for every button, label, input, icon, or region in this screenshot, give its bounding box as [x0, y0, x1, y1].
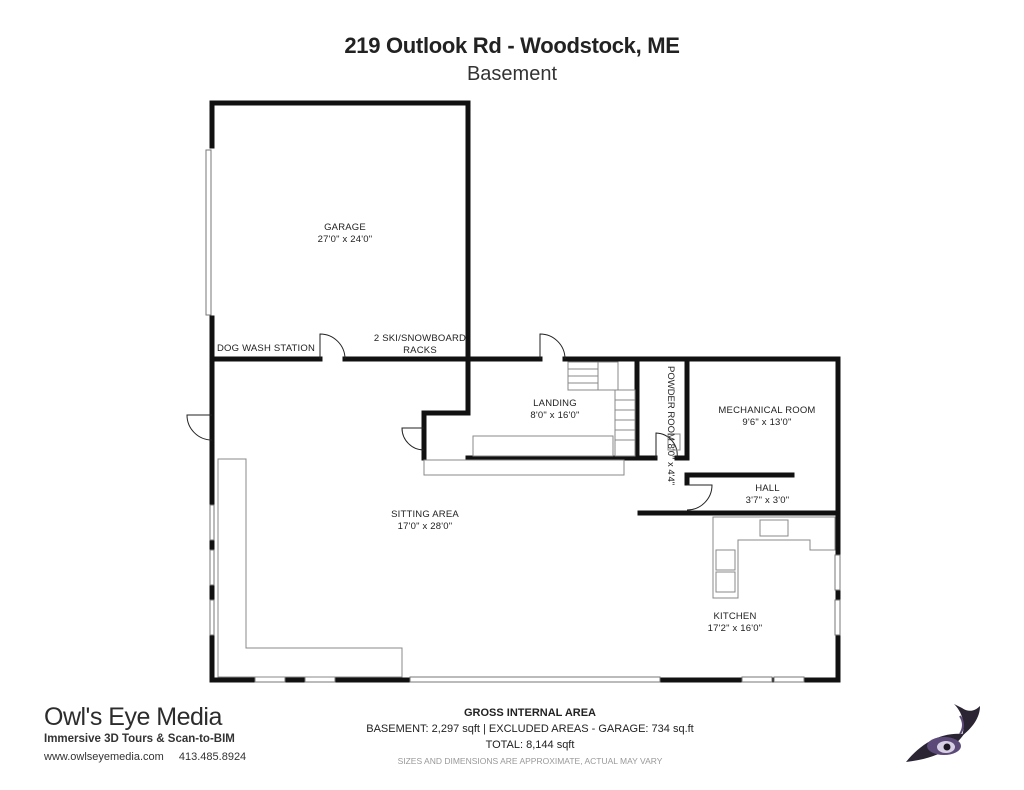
stairs	[614, 389, 636, 457]
area-heading: GROSS INTERNAL AREA	[463, 707, 596, 719]
door-swing	[186, 414, 213, 441]
window	[209, 599, 215, 636]
label-kitchen: KITCHEN 17'2" x 16'0"	[707, 611, 763, 634]
fixtures	[217, 361, 836, 678]
toilet	[667, 433, 681, 451]
window	[834, 599, 841, 636]
label-landing: LANDING 8'0" x 16'0"	[530, 398, 580, 421]
window	[209, 504, 215, 541]
label-hall: HALL 3'7" x 3'0"	[745, 483, 790, 506]
door-swing	[319, 333, 346, 360]
website-link[interactable]: www.owlseyemedia.com	[44, 751, 164, 763]
owl-eye-icon	[906, 704, 980, 762]
kitchen-counter	[712, 516, 836, 599]
sill	[423, 459, 625, 476]
windows	[205, 149, 841, 683]
window	[409, 676, 661, 683]
label-mechanical-room: MECHANICAL ROOM 9'6" x 13'0"	[718, 405, 816, 428]
door-swing	[655, 432, 678, 459]
company-tagline: Immersive 3D Tours & Scan-to-BIM	[44, 733, 235, 745]
bench	[472, 435, 614, 457]
walls	[209, 100, 841, 683]
stove	[715, 549, 736, 571]
window	[205, 149, 212, 316]
label-garage: GARAGE 27'0" x 24'0"	[317, 222, 373, 245]
area-line-total: TOTAL: 8,144 sqft	[485, 739, 575, 751]
plan-subtitle: Basement	[466, 63, 558, 85]
window	[741, 676, 773, 683]
door-swing	[539, 333, 566, 360]
dishwasher	[715, 571, 736, 593]
area-line-basement: BASEMENT: 2,297 sqft | EXCLUDED AREAS - …	[366, 723, 694, 735]
window	[834, 554, 841, 591]
label-sitting-area: SITTING AREA 17'0" x 28'0"	[391, 509, 459, 532]
area-disclaimer: SIZES AND DIMENSIONS ARE APPROXIMATE, AC…	[397, 756, 663, 766]
company-logo: Owl's Eye Media	[44, 703, 222, 731]
gross-area-summary: GROSS INTERNAL AREA BASEMENT: 2,297 sqft…	[330, 705, 730, 769]
counter-l	[217, 458, 403, 678]
door-swing	[686, 484, 713, 511]
window	[773, 676, 805, 683]
plan-title: 219 Outlook Rd - Woodstock, ME	[344, 33, 680, 58]
window	[209, 549, 215, 586]
label-ski-racks: 2 SKI/SNOWBOARD RACKS	[373, 333, 467, 356]
phone-number: 413.485.8924	[178, 751, 247, 763]
label-dog-wash: DOG WASH STATION	[217, 343, 316, 354]
door-swing	[401, 427, 425, 451]
sink	[759, 519, 789, 537]
window	[304, 676, 336, 683]
doors	[186, 333, 713, 511]
company-contact: www.owlseyemedia.com 413.485.8924	[44, 751, 258, 763]
window	[254, 676, 286, 683]
stairs	[597, 361, 619, 391]
label-powder-room: POWDER ROOM 8'0" x 4'4"	[665, 366, 676, 486]
